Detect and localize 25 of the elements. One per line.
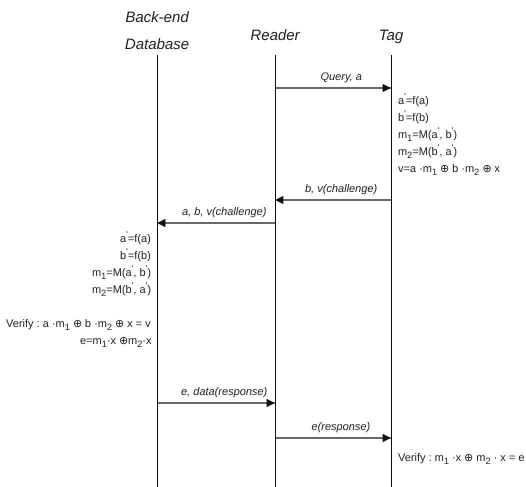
formula-text: b$^{'}$=f(b) xyxy=(120,250,151,263)
formula-text: e=m$_{1}$·x ⊕m$_{2}$·x xyxy=(80,335,152,348)
edge-label: a, b, v(challenge) xyxy=(181,206,268,219)
formula-text: m$_{2}$=M(b$^{'}$, a$^{'}$) xyxy=(398,146,458,159)
edge-label: b, v(challenge) xyxy=(304,183,378,196)
message-arrow xyxy=(275,196,391,204)
participant-header: Back-end Database xyxy=(124,8,190,55)
message-arrow xyxy=(275,84,391,92)
edge-label: e(response) xyxy=(310,421,372,434)
participant-header: Tag xyxy=(378,26,404,46)
formula-text: a$^{'}$=f(a) xyxy=(120,233,151,246)
formula-text: m$_{1}$=M(a$^{'}$, b$^{'}$) xyxy=(398,129,458,142)
formula-text: Verify : a ·m$_{1}$ ⊕ b ·m$_{2}$ ⊕ x = v xyxy=(6,318,151,331)
formula-text: m$_{2}$=M(b$^{'}$, a$^{'}$) xyxy=(92,284,152,297)
participant-header: Reader xyxy=(249,26,301,46)
formula-text: v=a ·m$_{1}$ ⊕ b ·m$_{2}$ ⊕ x xyxy=(398,163,500,176)
message-arrow xyxy=(157,398,275,408)
edge-label: e, data(response) xyxy=(180,386,268,399)
formula-text: Verify : m$_{1}$ ·x ⊕ m$_{2}$ · x = e xyxy=(398,452,524,465)
message-arrow xyxy=(275,434,391,442)
message-arrow xyxy=(157,218,275,228)
edge-label: Query, a xyxy=(320,71,363,84)
formula-text: m$_{1}$=M(a$^{'}$, b$^{'}$) xyxy=(92,267,152,280)
formula-text: b$^{'}$=f(b) xyxy=(398,112,429,125)
formula-text: a$^{'}$=f(a) xyxy=(398,95,429,108)
